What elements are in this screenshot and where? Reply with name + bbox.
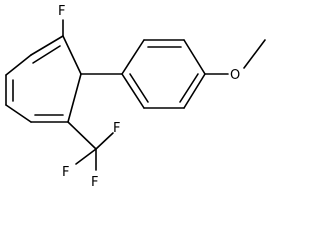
bond-to-cf3-f-left (75, 148, 97, 165)
double-bond-inner (32, 45, 61, 64)
double-bond-inner (179, 73, 199, 103)
bond (30, 35, 64, 56)
bond (183, 73, 206, 109)
left-benzene-ring (5, 35, 82, 123)
bond (5, 54, 32, 76)
bond (121, 73, 145, 109)
cf3-fluorine-top-label: F (113, 121, 120, 136)
right-benzene-ring (121, 39, 206, 109)
bond-to-cf3-f-top (95, 132, 114, 150)
bond (62, 35, 82, 75)
bond (5, 104, 32, 123)
bond (67, 73, 82, 123)
bond (121, 39, 145, 75)
cf3-fluorine-bottom-label: F (91, 175, 98, 190)
molecule-diagram: F O F F F (5, 4, 266, 190)
cf3-fluorine-left-label: F (62, 165, 69, 180)
bond-to-cf3-carbon (67, 121, 97, 150)
oxygen-label: O (230, 68, 240, 83)
bond (183, 39, 206, 75)
methyl-bond (243, 39, 266, 69)
fluorine-label: F (58, 4, 65, 19)
double-bond-inner (129, 73, 149, 103)
